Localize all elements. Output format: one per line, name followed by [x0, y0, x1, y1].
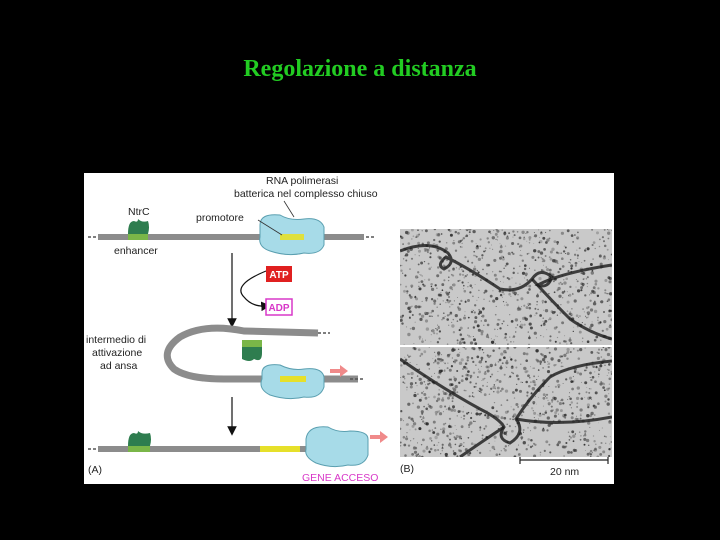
- promoter-label: promotore: [196, 212, 244, 224]
- atp-hydrolysis-arrow: [241, 271, 266, 306]
- slide-title: Regolazione a distanza: [0, 56, 720, 83]
- atp-label: ATP: [269, 270, 289, 281]
- loop-label-2: attivazione: [92, 347, 142, 359]
- transcription-arrow-2: [370, 431, 388, 443]
- promoter-in-polymerase: [280, 234, 304, 240]
- rna-polymerase-label-1: RNA polimerasi: [266, 175, 338, 187]
- gene-on-label: GENE ACCESO: [302, 472, 378, 484]
- adp-label: ADP: [268, 303, 289, 314]
- micrograph-bottom-image: [400, 347, 612, 457]
- panel-b-label: (B): [400, 463, 414, 475]
- loop-label-1: intermedio di: [86, 334, 146, 346]
- loop-ntrc-protein: [242, 347, 262, 361]
- scale-bar-label: 20 nm: [550, 466, 579, 478]
- dna-strand-micrograph: [460, 427, 504, 457]
- micrograph-top-image: [400, 229, 612, 345]
- enhancer-label: enhancer: [114, 245, 158, 257]
- polymerase-leader: [284, 201, 294, 217]
- loop-label-3: ad ansa: [100, 360, 138, 372]
- loop-promoter-site: [280, 376, 306, 382]
- micrograph-top: [400, 229, 612, 345]
- ntrc-protein: [128, 219, 149, 234]
- loop-enhancer-site: [242, 340, 262, 347]
- dna-strand-micrograph: [516, 417, 612, 423]
- ntrc-protein-3: [128, 431, 151, 446]
- micrograph-bottom: [400, 347, 612, 457]
- regulation-figure: RNA polimerasi batterica nel complesso c…: [84, 173, 614, 484]
- ntrc-label: NtrC: [128, 206, 150, 218]
- promoter-site-3: [260, 446, 300, 452]
- enhancer-site: [128, 234, 148, 240]
- rna-polymerase-label-2: batterica nel complesso chiuso: [234, 188, 378, 200]
- active-rna-polymerase: [306, 427, 368, 467]
- transcription-arrow-1: [330, 365, 348, 377]
- panel-a-label: (A): [88, 464, 102, 476]
- enhancer-site-3: [128, 446, 150, 452]
